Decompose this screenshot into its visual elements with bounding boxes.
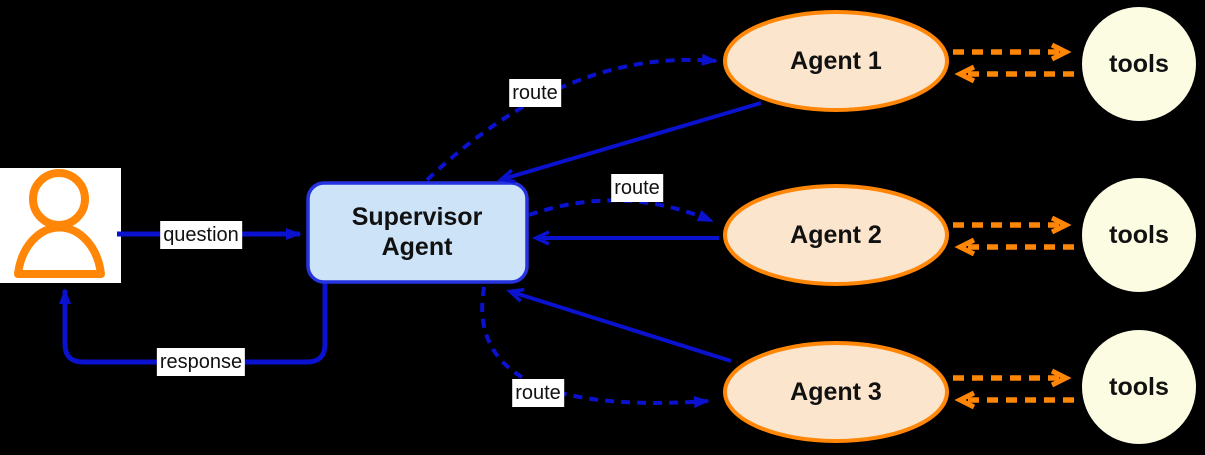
question-edge-label: question — [160, 221, 242, 249]
tools-3-label: tools — [1109, 373, 1169, 401]
route-edge-label-1: route — [509, 79, 561, 107]
tools-2-node — [1082, 178, 1196, 292]
agent-1-node — [723, 10, 949, 112]
agent-3-label: Agent 3 — [790, 378, 882, 406]
tools-1-node — [1082, 7, 1196, 121]
person-icon — [14, 169, 105, 278]
response-edge-label: response — [156, 348, 246, 376]
agent-2-label: Agent 2 — [790, 221, 882, 249]
supervisor-label-line-1: Supervisor — [351, 203, 483, 231]
route-edge-label-2: route — [611, 174, 663, 202]
return-arrow-agent-3 — [506, 287, 732, 363]
tools-2-label: tools — [1109, 221, 1169, 249]
tools-3-node — [1082, 330, 1196, 444]
route-edge-label-3: route — [512, 379, 564, 407]
agent-1-label: Agent 1 — [790, 47, 882, 75]
route-arrow-agent-2 — [528, 198, 714, 223]
supervisor-node-label: Supervisor Agent — [352, 202, 483, 262]
agent-3-node — [723, 341, 949, 443]
tools-1-label: tools — [1109, 50, 1169, 78]
supervisor-node — [306, 181, 529, 284]
agent-2-node — [723, 184, 949, 286]
supervisor-label-line-2: Agent — [381, 233, 453, 261]
return-arrow-agent-1 — [497, 101, 762, 184]
route-arrow-agent-1 — [425, 53, 718, 182]
